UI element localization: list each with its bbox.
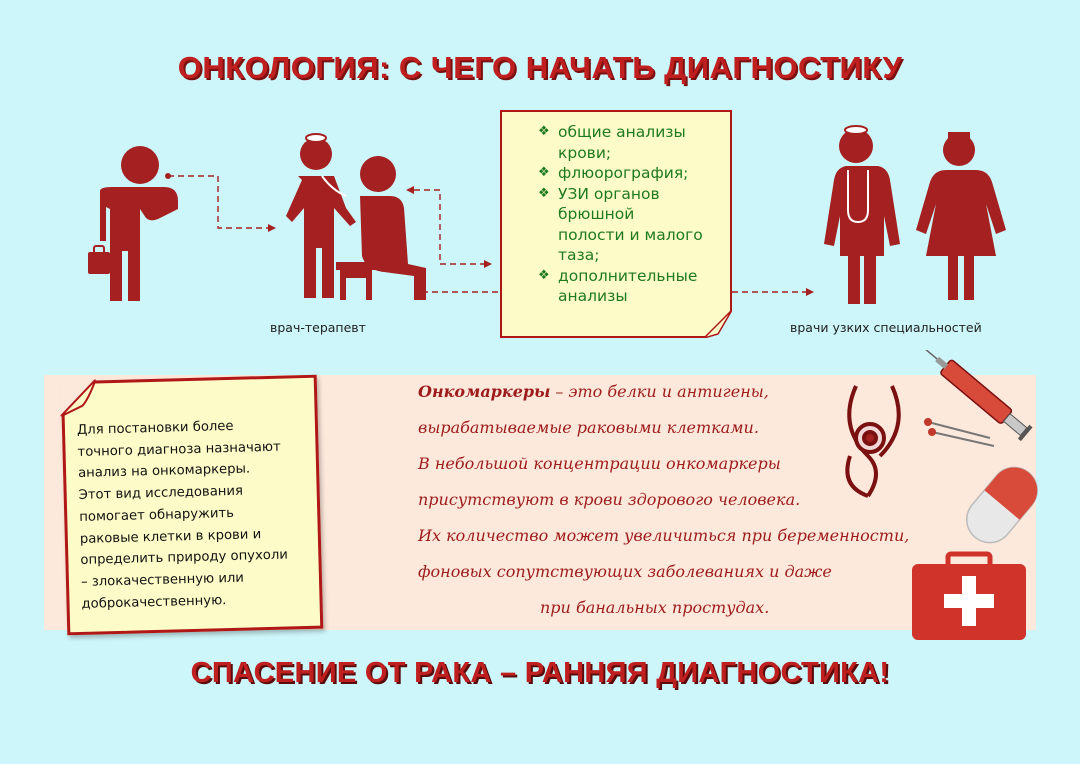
first-aid-kit-icon — [912, 551, 1026, 640]
markers-line: при банальных простудах. — [540, 598, 1080, 617]
markers-line-text: Их количество может увеличиться при бере… — [418, 526, 910, 545]
markers-line: Их количество может увеличиться при бере… — [418, 526, 978, 545]
markers-line-text: при банальных простудах. — [540, 598, 770, 617]
analysis-item-line: таза; — [558, 246, 600, 264]
page-title: ОНКОЛОГИЯ: С ЧЕГО НАЧАТЬ ДИАГНОСТИКУ — [177, 50, 903, 85]
analysis-item: ❖ дополнительные анализы — [538, 266, 730, 307]
diamond-bullet-icon: ❖ — [538, 185, 550, 201]
analysis-item-line: флюорография; — [558, 164, 689, 182]
doctor-icon — [824, 125, 900, 304]
diamond-bullet-icon: ❖ — [538, 124, 550, 139]
therapist-caption: врач-терапевт — [270, 320, 366, 335]
markers-line-text: присутствуют в крови здорового человека. — [418, 490, 801, 509]
medical-icons — [845, 350, 1038, 640]
analyses-note: ❖ общие анализы крови; ❖ флюорография; ❖ УЗИ о… — [500, 110, 732, 338]
analyses-list: ❖ общие анализы крови; ❖ флюорография; ❖ УЗИ о… — [502, 122, 730, 307]
side-note-line: – злокачественную или — [80, 570, 245, 590]
side-note-line: Для постановки более — [76, 418, 234, 438]
analysis-item-line: общие анализы — [558, 123, 686, 141]
specialists-caption: врачи узких специальностей — [790, 320, 982, 335]
analysis-item: ❖ общие анализы крови; — [538, 122, 730, 163]
pill-capsule-icon — [966, 466, 1038, 544]
side-note-line: доброкачественную. — [81, 592, 227, 612]
side-note-line: помогает обнаружить — [79, 505, 235, 525]
therapist-icon — [286, 133, 356, 298]
analysis-item-line: анализы — [558, 287, 628, 305]
markers-line-text: В небольшой концентрации онкомаркеры — [418, 454, 781, 473]
analysis-item-line: полости и малого — [558, 225, 703, 244]
side-note-line: раковые клетки в крови и — [79, 526, 262, 547]
side-note-line: Этот вид исследования — [78, 483, 244, 504]
bottom-slogan: СПАСЕНИЕ ОТ РАКА – РАННЯЯ ДИАГНОСТИКА! — [190, 657, 890, 689]
top-illustration — [88, 125, 1006, 304]
markers-term: Онкомаркеры — [418, 382, 551, 401]
markers-line: Онкомаркеры – это белки и антигены, — [418, 382, 978, 401]
analysis-item-line: дополнительные — [558, 266, 698, 285]
markers-line: В небольшой концентрации онкомаркеры — [418, 454, 978, 473]
markers-line-text: вырабатываемые раковыми клетками. — [418, 418, 759, 437]
analysis-item-line: крови; — [558, 143, 612, 162]
analysis-item-line: брюшной — [558, 205, 635, 223]
analysis-item-line: УЗИ органов — [558, 184, 660, 203]
markers-line: вырабатываемые раковыми клетками. — [418, 418, 978, 437]
markers-line-text: – это белки и антигены, — [550, 382, 769, 401]
side-note-line: анализ на онкомаркеры. — [77, 461, 251, 482]
side-note-line: точного диагноза назначают — [77, 439, 281, 460]
diamond-bullet-icon: ❖ — [538, 165, 550, 180]
markers-line: присутствуют в крови здорового человека. — [418, 490, 978, 509]
stethoscope-icon — [845, 385, 901, 498]
analysis-item: ❖ УЗИ органов брюшной полости и малого таза; — [538, 184, 730, 266]
analysis-item: ❖ флюорография; — [538, 163, 730, 184]
markers-line-text: фоновых сопутствующих заболеваниях и даж… — [418, 562, 832, 581]
page-curl-icon — [59, 379, 97, 417]
diamond-bullet-icon: ❖ — [538, 267, 550, 283]
page-fold-icon — [704, 310, 732, 338]
seated-patient-icon — [336, 156, 426, 300]
patient-icon — [88, 146, 178, 301]
markers-line: фоновых сопутствующих заболеваниях и даж… — [418, 562, 978, 581]
syringe-icon — [918, 350, 1033, 447]
nurse-icon — [916, 132, 1006, 300]
side-note-line: определить природу опухоли — [80, 547, 289, 569]
